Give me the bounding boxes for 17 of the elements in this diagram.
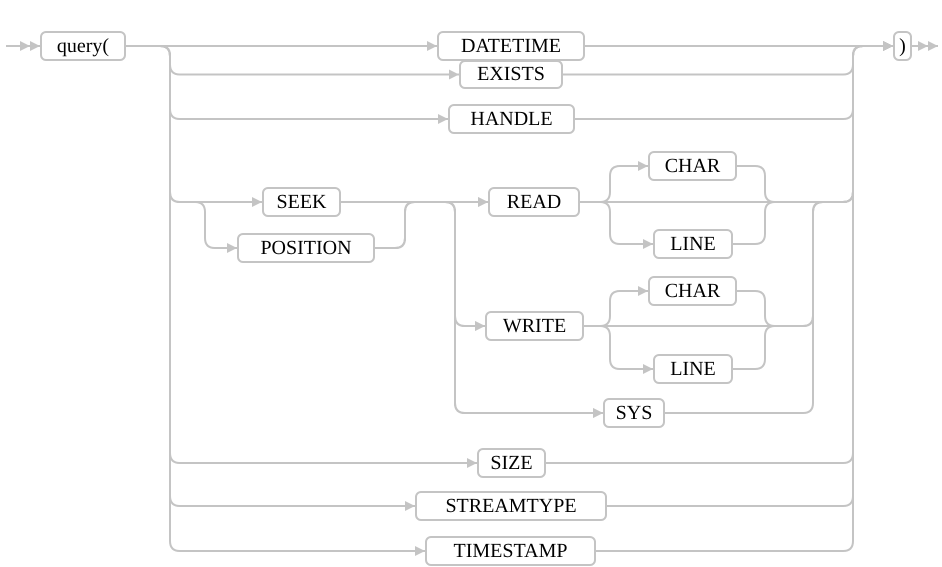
keyword-box: SEEK xyxy=(262,187,341,217)
keyword-box: DATETIME xyxy=(437,31,585,61)
keyword-box: SIZE xyxy=(477,448,546,478)
keyword-box: ) xyxy=(893,31,912,61)
keyword-box: LINE xyxy=(653,229,733,259)
keyword-box: query( xyxy=(40,31,126,61)
keyword-box: POSITION xyxy=(237,233,375,263)
keyword-box: CHAR xyxy=(648,276,737,306)
keyword-box: CHAR xyxy=(648,151,737,181)
keyword-box: LINE xyxy=(653,354,733,384)
keyword-box: SYS xyxy=(603,398,665,428)
keyword-box: READ xyxy=(488,187,580,217)
keyword-box: WRITE xyxy=(485,311,584,341)
keyword-box: TIMESTAMP xyxy=(425,536,596,566)
keyword-box: STREAMTYPE xyxy=(415,491,607,521)
keyword-box: HANDLE xyxy=(448,104,575,134)
keyword-box: EXISTS xyxy=(459,60,563,89)
